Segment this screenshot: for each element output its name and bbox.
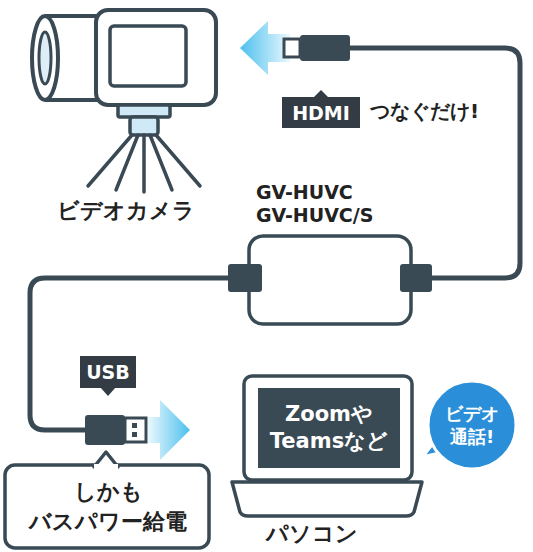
app-screen-outline — [258, 388, 400, 468]
port-tag: USB — [80, 356, 136, 396]
node-text: パソコン — [242, 520, 382, 548]
node-text: USB — [80, 360, 136, 384]
node-text: ビデオ 通話! — [427, 402, 517, 448]
tagline: つなぐだけ! — [370, 98, 479, 125]
converter-box: GV-HUVC GV-HUVC/S — [228, 178, 432, 326]
text-box: Zoomや Teamsなど — [258, 388, 400, 468]
text-box: USB — [80, 356, 136, 388]
text-box: GV-HUVC GV-HUVC/S — [256, 178, 386, 230]
app-screen: Zoomや Teamsなど — [258, 388, 400, 468]
node-text: Zoomや Teamsなど — [258, 401, 400, 455]
node-text: HDMI — [282, 101, 360, 125]
text-box: パソコン — [242, 518, 382, 550]
text-box: ビデオカメラ — [28, 194, 223, 228]
badge-circle-outline — [425, 378, 519, 472]
node-text: ビデオカメラ — [28, 197, 223, 225]
port-tag: HDMI — [282, 90, 360, 130]
cable-connector — [30, 278, 228, 460]
callout-box: しかも バスパワー給電 — [3, 452, 211, 550]
laptop-illustration: パソコン Zoomや Teamsなど — [190, 372, 425, 552]
node-text: GV-HUVC GV-HUVC/S — [256, 181, 386, 227]
text-box: HDMI — [282, 97, 360, 128]
node-text: しかも バスパワー給電 — [7, 477, 209, 537]
text-box: しかも バスパワー給電 — [7, 466, 209, 548]
text-box: ビデオ 通話! — [427, 380, 517, 470]
camera-illustration: ビデオカメラ — [28, 8, 240, 230]
camera-illustration-outline — [28, 8, 240, 230]
badge-circle: ビデオ 通話! — [425, 378, 519, 472]
